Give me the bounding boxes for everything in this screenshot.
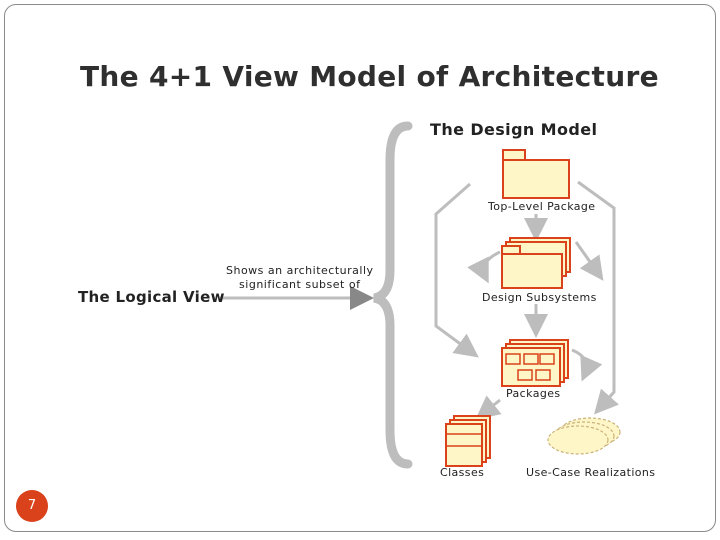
logical-view-label: The Logical View	[78, 288, 225, 306]
shows-subset-text: Shows an architecturally significant sub…	[226, 264, 374, 292]
curly-brace	[373, 121, 413, 469]
design-model-label: The Design Model	[430, 120, 598, 139]
subsystems-self-arrow	[467, 250, 501, 284]
design-subsystems-icon	[501, 237, 571, 289]
classes-icon	[445, 415, 491, 467]
slide-frame	[4, 4, 716, 532]
arrow-packages-to-classes	[475, 395, 502, 420]
design-subsystems-label: Design Subsystems	[482, 291, 597, 304]
right-loop-arrow	[577, 180, 619, 415]
right-inner-arrow	[574, 241, 604, 281]
packages-self-arrow	[571, 348, 603, 382]
top-level-package-label: Top-Level Package	[488, 200, 596, 213]
shows-line-1: Shows an architecturally	[226, 264, 374, 277]
packages-label: Packages	[506, 387, 561, 400]
slide-title: The 4+1 View Model of Architecture	[80, 60, 659, 93]
classes-label: Classes	[440, 466, 485, 479]
top-level-package-icon	[502, 149, 570, 199]
left-loop-arrow	[434, 182, 479, 358]
use-case-realizations-label: Use-Case Realizations	[526, 466, 656, 479]
use-case-realizations-icon	[547, 417, 621, 455]
page-number-badge: 7	[16, 490, 48, 522]
shows-line-2: significant subset of	[239, 278, 361, 291]
packages-icon	[501, 339, 569, 387]
